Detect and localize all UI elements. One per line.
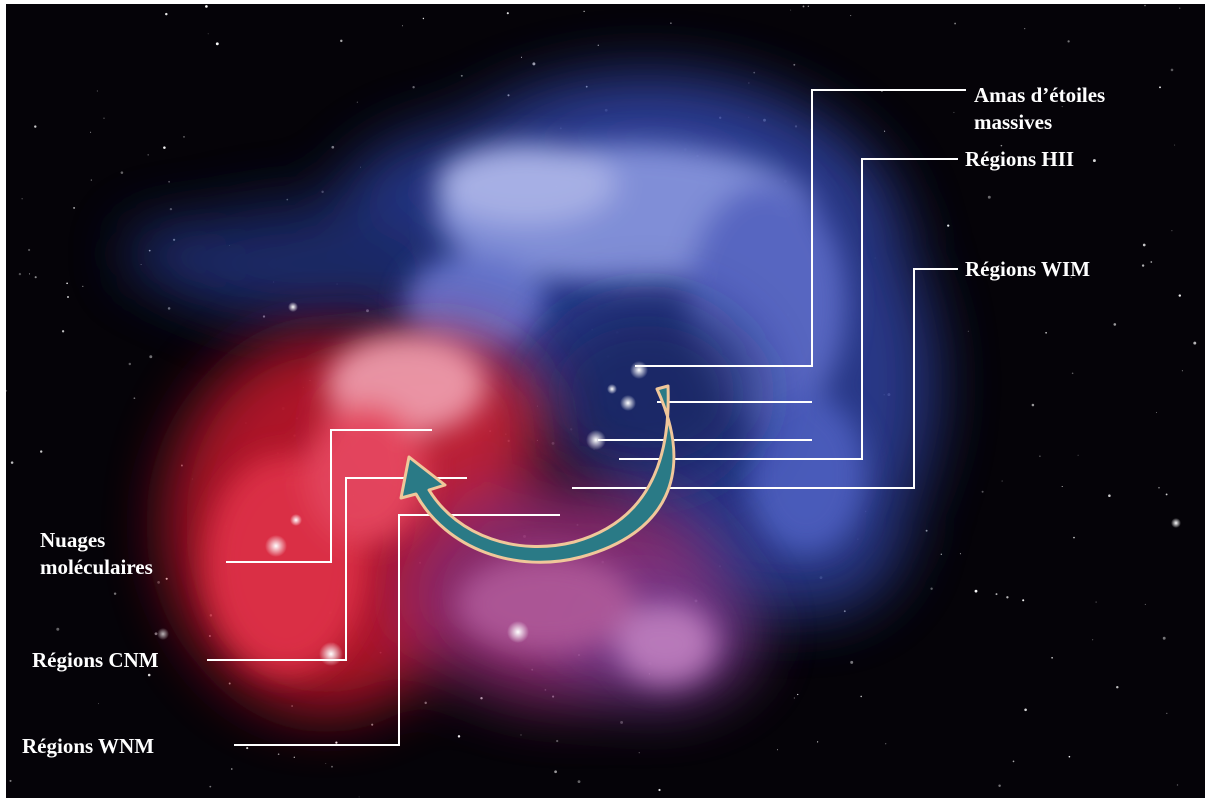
- cycle-arrow: [401, 386, 674, 562]
- label-nuages-line1: Nuages: [40, 527, 153, 554]
- label-regions-hii: Régions HII: [965, 146, 1074, 173]
- label-nuages-moleculaires: Nuages moléculaires: [40, 527, 153, 581]
- label-regions-wim: Régions WIM: [965, 256, 1090, 283]
- label-amas-etoiles-massives: Amas d’étoiles massives: [974, 82, 1105, 136]
- leader-line-hii: [619, 159, 958, 459]
- label-amas-line1: Amas d’étoiles: [974, 82, 1105, 109]
- nebula-diagram: Amas d’étoiles massives Régions HII Régi…: [6, 4, 1205, 798]
- label-amas-line2: massives: [974, 109, 1105, 136]
- label-regions-wnm: Régions WNM: [22, 733, 154, 760]
- leader-line-amas: [635, 90, 966, 366]
- label-nuages-line2: moléculaires: [40, 554, 153, 581]
- label-regions-cnm: Régions CNM: [32, 647, 159, 674]
- leader-line-wim: [572, 269, 958, 488]
